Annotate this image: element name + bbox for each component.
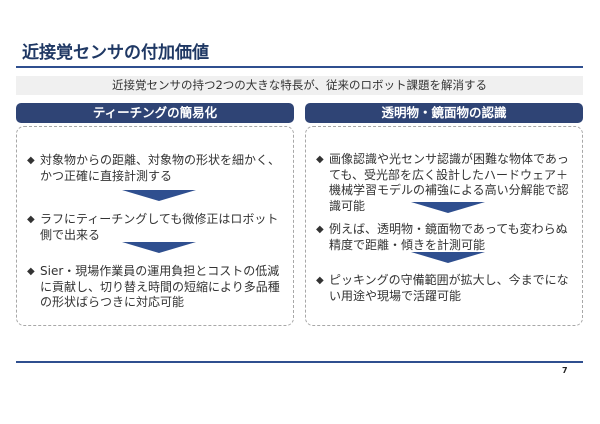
diamond-bullet-icon: ◆ — [27, 214, 35, 225]
bullet-item: ◆ ラフにティーチングしても微修正はロボット側で出来る — [27, 212, 279, 242]
bullet-item: ◆ ピッキングの守備範囲が拡大し、今までにない用途や現場で活躍可能 — [316, 273, 569, 303]
down-arrow-icon — [122, 242, 196, 253]
footer-divider — [16, 361, 583, 363]
bullet-item: ◆ 対象物からの距離、対象物の形状を細かく、かつ正確に直接計測する — [27, 153, 281, 183]
down-arrow-icon — [122, 190, 196, 201]
diamond-bullet-icon: ◆ — [316, 275, 324, 286]
column-header: ティーチングの簡易化 — [16, 103, 294, 123]
diamond-bullet-icon: ◆ — [316, 224, 324, 235]
title-divider — [16, 66, 583, 68]
column-teaching: ティーチングの簡易化 ◆ 対象物からの距離、対象物の形状を細かく、かつ正確に直接… — [16, 103, 294, 326]
column-box: ◆ 対象物からの距離、対象物の形状を細かく、かつ正確に直接計測する ◆ ラフにテ… — [16, 126, 294, 326]
bullet-item: ◆ 画像認識や光センサ認識が困難な物体であっても、受光部を広く設計したハードウェ… — [316, 152, 569, 213]
down-arrow-icon — [411, 202, 485, 213]
slide-title: 近接覚センサの付加価値 — [22, 43, 209, 63]
subtitle-banner: 近接覚センサの持つ2つの大きな特長が、従来のロボット課題を解消する — [16, 76, 583, 95]
bullet-item: ◆ Sier・現場作業員の運用負担とコストの低減に貢献し、切り替え時間の短縮によ… — [27, 264, 280, 309]
bullet-item: ◆ 例えば、透明物・鏡面物であっても変わらぬ精度で距離・傾きを計測可能 — [316, 222, 568, 252]
page-number: 7 — [562, 366, 568, 375]
column-header: 透明物・鏡面物の認識 — [305, 103, 583, 123]
diamond-bullet-icon: ◆ — [27, 266, 35, 277]
diamond-bullet-icon: ◆ — [27, 155, 35, 166]
column-box: ◆ 画像認識や光センサ認識が困難な物体であっても、受光部を広く設計したハードウェ… — [305, 126, 583, 326]
down-arrow-icon — [411, 252, 485, 263]
diamond-bullet-icon: ◆ — [316, 154, 324, 165]
column-transparent-recognition: 透明物・鏡面物の認識 ◆ 画像認識や光センサ認識が困難な物体であっても、受光部を… — [305, 103, 583, 326]
